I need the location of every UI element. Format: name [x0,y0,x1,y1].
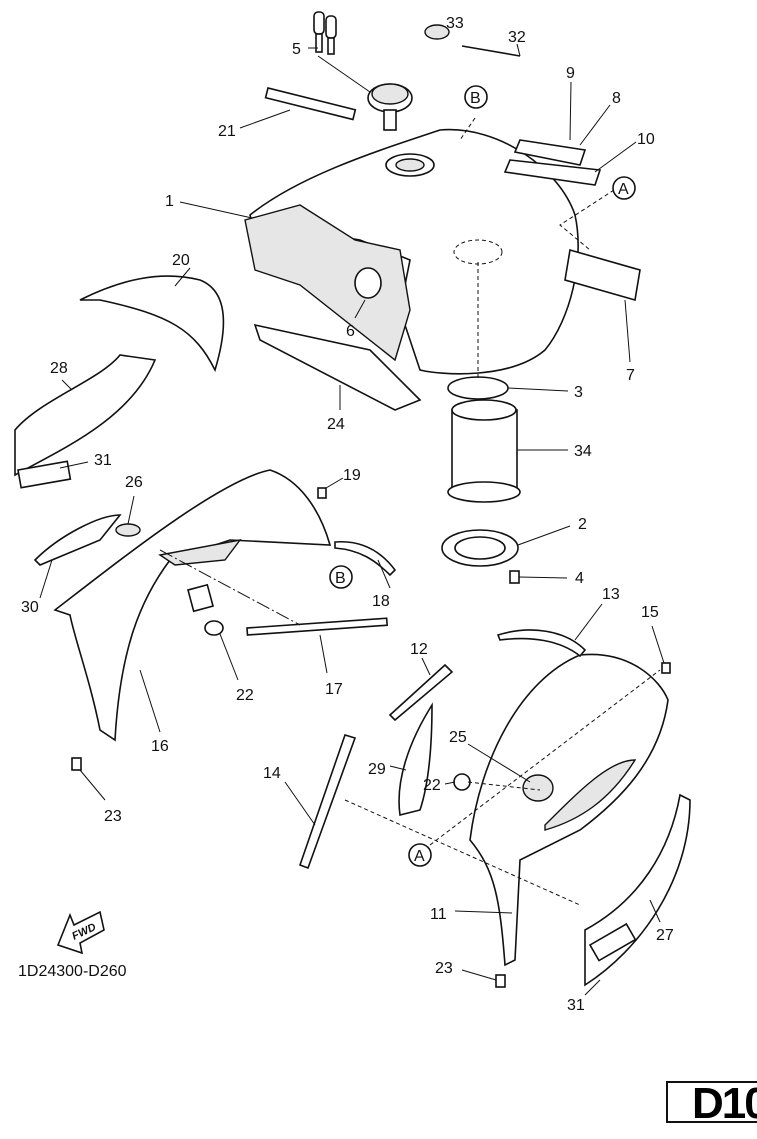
bolt-part-23a [71,757,82,771]
bolt-part-23b [495,974,506,988]
strip-part-32 [461,45,521,57]
callout-2: 2 [578,516,587,533]
side-cover-part-16 [53,469,332,742]
callout-16: 16 [151,738,169,755]
grommet-part-22a [187,583,214,613]
callout-12: 12 [410,641,428,658]
leader-lines [39,43,665,996]
fwd-arrow-icon: FWD [56,910,105,955]
callout-27: 27 [656,927,674,944]
callout-26: 26 [125,474,143,491]
emblem-part-33 [424,24,450,40]
callout-30: 30 [21,599,39,616]
seal-part-21 [264,87,357,121]
callout-25: 25 [449,729,467,746]
decal-part-29 [398,702,433,816]
gasket-part-3 [447,376,509,400]
bolt-part-4 [509,570,520,584]
decal-part-31b [588,922,637,962]
page-code-box: D10 [666,1081,757,1123]
callout-3: 3 [574,384,583,401]
tank-underside [244,204,411,362]
decal-part-30 [33,514,122,566]
callout-6: 6 [346,323,355,340]
decal-part-28 [14,354,157,477]
ref-mark-b: B [335,570,346,587]
cover-part-8 [513,139,587,166]
callout-13: 13 [602,586,620,603]
callout-18: 18 [372,593,390,610]
strip-part-14 [298,734,357,870]
damper-part-6 [354,267,382,299]
ref-mark-a: A [414,848,425,865]
callout-23: 23 [104,808,122,825]
cover-part-20 [79,275,225,373]
callout-22: 22 [423,777,441,794]
callout-31: 31 [567,997,585,1014]
reference-marks: B A B A [329,85,636,867]
callout-14: 14 [263,765,281,782]
callout-20: 20 [172,252,190,269]
callout-28: 28 [50,360,68,377]
callout-8: 8 [612,90,621,107]
callout-24: 24 [327,416,345,433]
strip-part-17 [246,617,389,636]
fuel-pump-part [447,399,521,503]
callout-29: 29 [368,761,386,778]
diagram-code: 1D24300-D260 [18,963,127,980]
screw-part-15 [661,662,671,674]
key-part [313,11,337,55]
decal-part-31a [17,460,72,489]
callout-22: 22 [236,687,254,704]
callout-15: 15 [641,604,659,621]
callout-19: 19 [343,467,361,484]
callout-9: 9 [566,65,575,82]
callout-11: 11 [430,906,447,923]
emblem-part-26 [115,523,141,537]
ref-mark-a: A [618,181,629,198]
seal-part-24 [253,323,422,411]
screw-part-19 [317,487,327,499]
bracket-part-10 [503,159,602,186]
callout-34: 34 [574,443,592,460]
callout-1: 1 [165,193,174,210]
page-code: D10 [692,1081,757,1123]
callout-4: 4 [575,570,584,587]
callout-7: 7 [626,367,635,384]
callout-31: 31 [94,452,112,469]
callout-10: 10 [637,131,655,148]
strip-part-12 [388,663,454,722]
callout-33: 33 [446,15,464,32]
callout-21: 21 [218,123,236,140]
strip-part-18 [334,540,397,577]
callout-32: 32 [508,29,526,46]
grommet-part-22b [453,773,471,791]
ref-mark-b: B [470,90,481,107]
callout-23: 23 [435,960,453,977]
bracket-part-7 [564,248,641,302]
emblem-part-25 [522,774,554,802]
fuel-tank-part [249,128,579,375]
fuel-cap-part [367,83,413,131]
callout-labels: 5 33 32 9 8 21 10 1 20 6 7 28 3 24 34 31… [21,15,674,1014]
callout-17: 17 [325,681,343,698]
callout-5: 5 [292,41,301,58]
strip-part-13 [496,629,587,658]
